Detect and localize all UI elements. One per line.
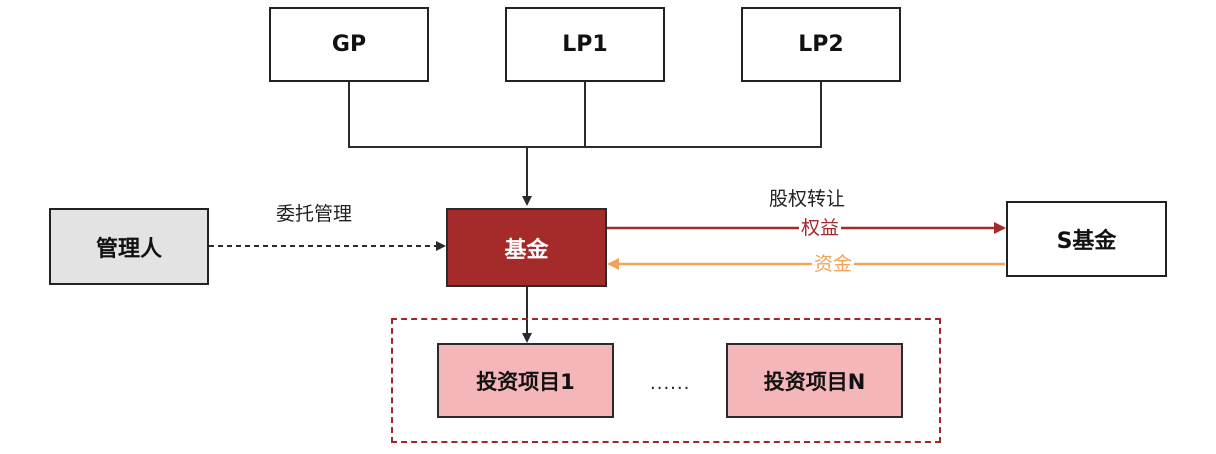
s-fund-label: S基金	[1056, 229, 1117, 254]
lp2-label: LP2	[798, 32, 844, 57]
project-1-label: 投资项目1	[476, 369, 575, 394]
fund-label: 基金	[504, 237, 549, 263]
projects-ellipsis: ......	[650, 373, 691, 394]
lp1-label: LP1	[562, 32, 608, 57]
gp-label: GP	[331, 32, 367, 57]
capital-label: 资金	[812, 253, 855, 275]
project-n-node[interactable]: 投资项目N	[726, 343, 903, 418]
equity-transfer-label: 股权转让	[769, 188, 846, 210]
manager-node[interactable]: 管理人	[49, 208, 209, 285]
equity-label: 权益	[799, 217, 842, 239]
project-n-label: 投资项目N	[763, 369, 866, 394]
projects-dashed-frame	[391, 318, 941, 443]
delegation-label: 委托管理	[276, 203, 353, 225]
s-fund-node[interactable]: S基金	[1006, 201, 1167, 277]
gp-node[interactable]: GP	[269, 7, 429, 82]
fund-node[interactable]: 基金	[446, 208, 607, 287]
project-1-node[interactable]: 投资项目1	[437, 343, 614, 418]
lp2-node[interactable]: LP2	[741, 7, 901, 82]
manager-label: 管理人	[95, 236, 162, 262]
lp1-node[interactable]: LP1	[505, 7, 665, 82]
